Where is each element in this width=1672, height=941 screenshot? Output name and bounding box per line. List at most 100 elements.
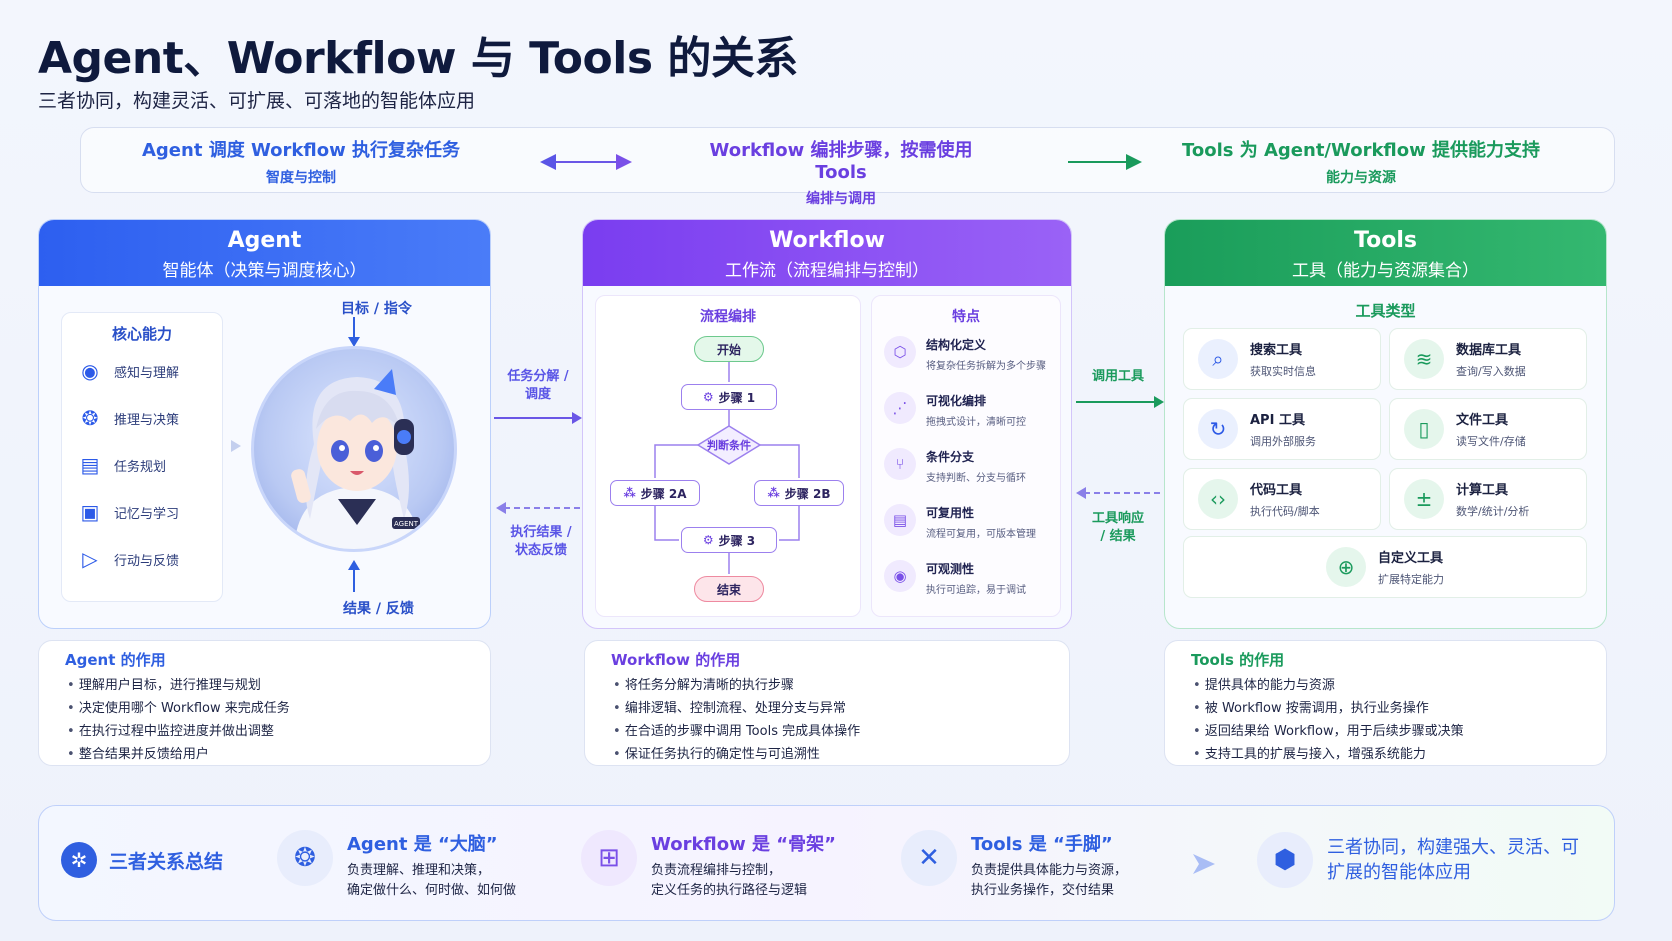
feature-visual: ⋰可视化编排拖拽式设计，清晰可控 bbox=[884, 392, 1026, 436]
gear-icon: ⚙ bbox=[702, 390, 714, 404]
summary-agent: ❂ Agent 是 “大脑”负责理解、推理和决策，确定做什么、何时做、如何做 bbox=[277, 830, 516, 901]
tool-api: ↻API 工具调用外部服务 bbox=[1183, 398, 1381, 460]
eye-icon: ◉ bbox=[884, 560, 916, 592]
search-icon: ⌕ bbox=[1198, 339, 1238, 379]
summary-workflow: ⊞ Workflow 是 “骨架”负责流程编排与控制，定义任务的执行路径与逻辑 bbox=[581, 830, 836, 901]
agent-header: Agent 智能体（决策与调度核心） bbox=[39, 220, 490, 286]
brain-icon: ❂ bbox=[81, 406, 99, 430]
brain-icon: ❂ bbox=[277, 830, 333, 886]
summary-bar: ✲ 三者关系总结 ❂ Agent 是 “大脑”负责理解、推理和决策，确定做什么、… bbox=[38, 805, 1615, 921]
flow-node-end: 结束 bbox=[694, 576, 764, 602]
hexagon-icon: ⬡ bbox=[884, 336, 916, 368]
clipboard-icon: ▤ bbox=[80, 453, 100, 477]
summary-tools: ✕ Tools 是 “手脚”负责提供具体能力与资源，执行业务操作，交付结果 bbox=[901, 830, 1127, 901]
gear-icon: ⚙ bbox=[702, 533, 714, 547]
core-capabilities: 核心能力 ◉感知与理解 ❂推理与决策 ▤任务规划 ▣记忆与学习 ▷行动与反馈 bbox=[61, 312, 223, 602]
summary-heading: ✲ 三者关系总结 bbox=[61, 842, 223, 878]
core-item-memory: ▣记忆与学习 bbox=[78, 498, 179, 526]
flow-node-start: 开始 bbox=[694, 336, 764, 362]
workflow-features: 特点 ⬡结构化定义将复杂任务拆解为多个步骤 ⋰可视化编排拖拽式设计，清晰可控 ⑂… bbox=[871, 295, 1061, 617]
feature-structured: ⬡结构化定义将复杂任务拆解为多个步骤 bbox=[884, 336, 1046, 380]
agent-panel: Agent 智能体（决策与调度核心） 核心能力 ◉感知与理解 ❂推理与决策 ▤任… bbox=[38, 219, 491, 629]
eye-icon: ◉ bbox=[81, 359, 99, 383]
list-item: 编排逻辑、控制流程、处理分支与异常 bbox=[613, 697, 1069, 720]
file-icon: ▯ bbox=[1404, 409, 1444, 449]
cube-network-icon: ⬢ bbox=[1257, 832, 1313, 888]
feature-observable: ◉可观测性执行可追踪，易于调试 bbox=[884, 560, 1026, 604]
graph-icon: ⋰ bbox=[884, 392, 916, 424]
tools-header: Tools 工具（能力与资源集合） bbox=[1165, 220, 1606, 286]
skeleton-icon: ⊞ bbox=[581, 830, 637, 886]
list-item: 将任务分解为清晰的执行步骤 bbox=[613, 674, 1069, 697]
goal-label: 目标 / 指令 bbox=[341, 301, 412, 317]
arrow-down-icon bbox=[348, 317, 360, 347]
relation-workflow-tools: Workflow 编排步骤，按需使用 Tools 编排与调用 bbox=[709, 140, 973, 207]
list-item: 决定使用哪个 Workflow 来完成任务 bbox=[67, 697, 490, 720]
tools-panel: Tools 工具（能力与资源集合） 工具类型 ⌕搜索工具获取实时信息 ≋数据库工… bbox=[1164, 219, 1607, 629]
agent-role-box: Agent 的作用 理解用户目标，进行推理与规划 决定使用哪个 Workflow… bbox=[38, 640, 491, 766]
tool-types-title: 工具类型 bbox=[1355, 302, 1416, 320]
list-item: 整合结果并反馈给用户 bbox=[67, 743, 490, 766]
task-split-label: 任务分解 / 调度 bbox=[507, 369, 569, 402]
branch-icon: ⁂ bbox=[623, 486, 636, 500]
arrow-right-icon bbox=[1068, 154, 1142, 170]
list-item: 理解用户目标，进行推理与规划 bbox=[67, 674, 490, 697]
flow-connectors bbox=[654, 362, 800, 574]
agent-avatar: AGENT bbox=[251, 346, 457, 552]
document-icon: ▤ bbox=[884, 504, 916, 536]
tools-role-box: Tools 的作用 提供具体的能力与资源 被 Workflow 按需调用，执行业… bbox=[1164, 640, 1607, 766]
core-item-reasoning: ❂推理与决策 bbox=[78, 404, 179, 432]
dashed-arrow-left-icon bbox=[496, 502, 582, 514]
arrow-up-icon bbox=[348, 560, 360, 592]
flow-diagram: 流程编排 开始 ⚙步骤 1 判断条件 ⁂步骤 2A ⁂步骤 2B ⚙步骤 3 结… bbox=[595, 295, 861, 617]
core-item-planning: ▤任务规划 bbox=[78, 451, 166, 479]
feature-reusable: ▤可复用性流程可复用，可版本管理 bbox=[884, 504, 1036, 548]
relation-tools-support: Tools 为 Agent/Workflow 提供能力支持 能力与资源 bbox=[1181, 140, 1541, 186]
flow-node-condition: 判断条件 bbox=[707, 439, 751, 452]
tool-database: ≋数据库工具查询/写入数据 bbox=[1389, 328, 1587, 390]
call-tool-label: 调用工具 bbox=[1091, 369, 1144, 384]
list-item: 支持工具的扩展与接入，增强系统能力 bbox=[1193, 743, 1606, 766]
list-item: 被 Workflow 按需调用，执行业务操作 bbox=[1193, 697, 1606, 720]
tool-calculator: ±计算工具数学/统计/分析 bbox=[1389, 468, 1587, 530]
network-icon: ✲ bbox=[61, 842, 97, 878]
memory-icon: ▣ bbox=[80, 500, 100, 524]
flow-node-step-2a: ⁂步骤 2A bbox=[610, 480, 700, 506]
database-icon: ≋ bbox=[1404, 339, 1444, 379]
plus-icon: ⊕ bbox=[1326, 547, 1366, 587]
code-icon: ‹› bbox=[1198, 479, 1238, 519]
exec-result-label: 执行结果 / 状态反馈 bbox=[510, 525, 572, 558]
summary-final: ⬢ 三者协同，构建强大、灵活、可扩展的智能体应用 bbox=[1257, 832, 1583, 888]
core-item-perception: ◉感知与理解 bbox=[78, 357, 179, 385]
tool-custom: ⊕自定义工具扩展特定能力 bbox=[1183, 536, 1587, 598]
core-item-action: ▷行动与反馈 bbox=[78, 545, 179, 573]
page-subtitle: 三者协同，构建灵活、可扩展、可落地的智能体应用 bbox=[38, 90, 476, 112]
chevron-right-icon bbox=[1193, 854, 1215, 874]
dashed-arrow-left-icon bbox=[1076, 487, 1162, 499]
tool-response-label: 工具响应 / 结果 bbox=[1091, 511, 1144, 544]
tool-code: ‹›代码工具执行代码/脚本 bbox=[1183, 468, 1381, 530]
relation-agent-workflow: Agent 调度 Workflow 执行复杂任务 智度与控制 bbox=[141, 140, 460, 186]
list-item: 提供具体的能力与资源 bbox=[1193, 674, 1606, 697]
relations-strip: Agent 调度 Workflow 执行复杂任务 智度与控制 Workflow … bbox=[80, 127, 1615, 207]
workflow-role-box: Workflow 的作用 将任务分解为清晰的执行步骤 编排逻辑、控制流程、处理分… bbox=[584, 640, 1070, 766]
list-item: 在执行过程中监控进度并做出调整 bbox=[67, 720, 490, 743]
page-title: Agent、Workflow 与 Tools 的关系 bbox=[38, 33, 798, 84]
flow-node-step-2b: ⁂步骤 2B bbox=[754, 480, 844, 506]
arrow-right-icon bbox=[1076, 396, 1164, 408]
tool-search: ⌕搜索工具获取实时信息 bbox=[1183, 328, 1381, 390]
tool-file: ▯文件工具读写文件/存储 bbox=[1389, 398, 1587, 460]
triangle-right-icon bbox=[231, 440, 241, 452]
branch-icon: ⁂ bbox=[767, 486, 780, 500]
list-item: 保证任务执行的确定性与可追溯性 bbox=[613, 743, 1069, 766]
agent-character-illustration: AGENT bbox=[291, 369, 420, 549]
workflow-header: Workflow 工作流（流程编排与控制） bbox=[583, 220, 1071, 286]
feature-branch: ⑂条件分支支持判断、分支与循环 bbox=[884, 448, 1026, 492]
branch-icon: ⑂ bbox=[884, 448, 916, 480]
agent-badge: AGENT bbox=[394, 520, 419, 528]
workflow-panel: Workflow 工作流（流程编排与控制） 流程编排 开始 ⚙步骤 1 判断条件… bbox=[582, 219, 1072, 629]
wrench-icon: ✕ bbox=[901, 830, 957, 886]
list-item: 在合适的步骤中调用 Tools 完成具体操作 bbox=[613, 720, 1069, 743]
play-icon: ▷ bbox=[82, 547, 98, 571]
calculator-icon: ± bbox=[1404, 479, 1444, 519]
